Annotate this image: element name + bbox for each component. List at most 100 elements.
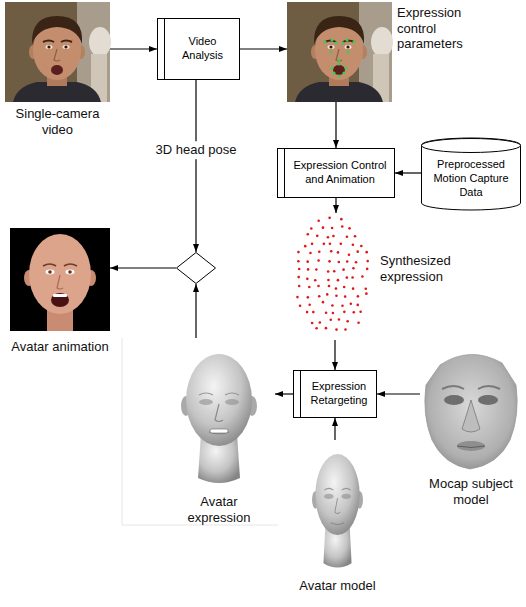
caption-text: Synthesized expression (380, 253, 460, 284)
cloud-point (352, 243, 355, 246)
cloud-point (317, 285, 320, 288)
cloud-point (325, 327, 328, 330)
flow-arrow (275, 393, 293, 394)
tracking-dots (323, 40, 326, 43)
cloud-point (332, 235, 335, 238)
avatar-render-picture (66, 270, 75, 275)
cloud-point (315, 327, 318, 330)
cloud-point (343, 286, 346, 289)
merge-diamond (176, 252, 216, 284)
cloud-point (335, 328, 338, 331)
avatar-expression-picture (181, 354, 257, 483)
cloud-point (343, 311, 346, 314)
avatar-render-picture (10, 228, 110, 331)
box-text: Preprocessed Motion Capture Data (426, 158, 516, 199)
cloud-point (330, 250, 333, 253)
flow-arrow (195, 80, 196, 252)
avatar-render-picture (46, 270, 55, 275)
caption-text: Avatar expression (174, 494, 264, 525)
cloud-point (309, 252, 312, 255)
cloud-point (352, 311, 355, 314)
tracking-dots (337, 74, 340, 77)
cloud-point (307, 268, 310, 271)
head-model-node: Avatar expression (163, 338, 275, 488)
process-box: Expression Control and Animation (277, 148, 395, 198)
cylinder-top (422, 139, 521, 153)
mocap-model-picture (425, 354, 517, 469)
flow-arrow (335, 102, 336, 148)
cloud-point (340, 218, 343, 221)
caption-block: Avatar animation (5, 339, 115, 355)
avatar-expression-picture (122, 338, 278, 525)
cloud-point (365, 292, 368, 295)
tracking-dots (352, 40, 355, 43)
cloud-point (316, 235, 319, 238)
cloud-point (298, 268, 301, 271)
mocap-model-picture (457, 441, 485, 451)
flow-arrow (240, 48, 287, 49)
cloud-point (337, 251, 340, 254)
process-side-bar (284, 149, 285, 197)
process-side-bar (300, 371, 301, 417)
cloud-point (355, 261, 358, 264)
avatar-render-picture (57, 275, 63, 289)
cloud-point (306, 278, 309, 281)
mocap-model-picture (462, 400, 480, 432)
tracking-dots (334, 41, 337, 44)
process-side-bar (164, 19, 165, 79)
cloud-point (308, 286, 311, 289)
cloud-point (329, 242, 332, 245)
flow-arrow (334, 340, 335, 370)
cloud-point (340, 242, 343, 245)
tracking-dots (346, 50, 349, 53)
box-label: Expression Control and Animation (290, 159, 390, 187)
cloud-point (356, 304, 359, 307)
cloud-point (311, 322, 314, 325)
video-frame-picture (5, 2, 111, 102)
head-model-node: Mocap subject model (420, 345, 522, 470)
tracking-dots (337, 58, 340, 61)
flow-arrow (395, 172, 421, 173)
cloud-point (296, 296, 299, 299)
cloud-point (346, 320, 349, 323)
edge-label: 3D head pose (153, 141, 240, 159)
cloud-point (310, 227, 313, 230)
cloud-point (297, 260, 300, 263)
cloud-point (304, 245, 307, 248)
cloud-point (318, 250, 321, 253)
flow-arrow (110, 267, 176, 268)
tracking-dots (329, 50, 332, 53)
cloud-point (350, 302, 353, 305)
avatar-model-picture (312, 454, 363, 568)
caption-block: Expression control parameters (397, 5, 473, 52)
caption-block: Single-camera video (5, 106, 110, 137)
cloud-point (356, 250, 359, 253)
cloud-point (322, 301, 325, 304)
avatar-render-picture (53, 294, 67, 297)
cloud-point (297, 251, 300, 254)
cloud-point (329, 318, 332, 321)
cloud-point (325, 311, 328, 314)
flow-arrow (110, 48, 157, 49)
cloud-point (338, 318, 341, 321)
cloud-point (314, 279, 317, 282)
cloud-point (322, 226, 325, 229)
cloud-point (327, 270, 330, 273)
caption-text: Mocap subject model (420, 476, 522, 507)
point-cloud (296, 217, 369, 331)
tracked-frame-picture (287, 2, 393, 102)
cloud-point (354, 235, 357, 238)
cloud-point (352, 287, 355, 290)
process-box: Expression Retargeting (293, 370, 377, 418)
avatar-render-picture (64, 264, 77, 266)
caption-block: Synthesized expression (380, 253, 460, 284)
tracking-dots (330, 66, 333, 69)
cylinder-body (422, 138, 521, 210)
mocap-model-picture (444, 395, 464, 405)
cloud-point (348, 253, 351, 256)
diamond-shape (177, 253, 216, 284)
cloud-point (319, 321, 322, 324)
cloud-point (328, 260, 331, 263)
cloud-point (344, 295, 347, 298)
